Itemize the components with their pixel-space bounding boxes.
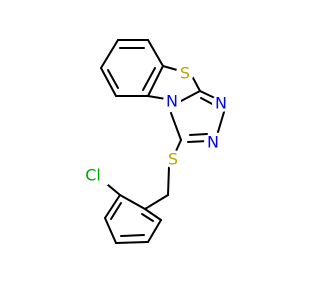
bond <box>144 208 162 221</box>
bond <box>147 95 167 100</box>
bond <box>147 65 164 97</box>
bond <box>189 133 208 136</box>
bond <box>107 69 119 89</box>
bond <box>217 111 225 133</box>
bond <box>175 139 182 152</box>
sulfur-atom-label: S <box>180 64 190 83</box>
bond <box>180 90 201 102</box>
bond <box>167 166 170 196</box>
nitrogen-atom-label: N <box>166 92 178 111</box>
bond <box>100 39 119 69</box>
sulfur-atom-label: S <box>168 150 178 169</box>
nitrogen-atom-label: N <box>215 94 227 113</box>
bond <box>147 39 164 67</box>
bond <box>147 219 162 243</box>
bond <box>100 67 117 97</box>
bond <box>170 112 182 141</box>
bond <box>162 65 178 71</box>
bond <box>144 194 169 210</box>
molecule-diagram: S N N N S Cl <box>80 39 230 244</box>
bond <box>120 234 145 237</box>
bond <box>104 194 121 219</box>
chlorine-atom-label: Cl <box>85 166 101 185</box>
bond <box>191 75 201 92</box>
bond <box>142 67 156 91</box>
atom-layer: S N N N S Cl <box>80 64 230 185</box>
nitrogen-atom-label: N <box>207 133 219 152</box>
bond <box>115 241 149 244</box>
bond <box>119 194 146 210</box>
bond <box>104 217 117 244</box>
bond <box>110 202 122 220</box>
bond <box>141 213 154 222</box>
